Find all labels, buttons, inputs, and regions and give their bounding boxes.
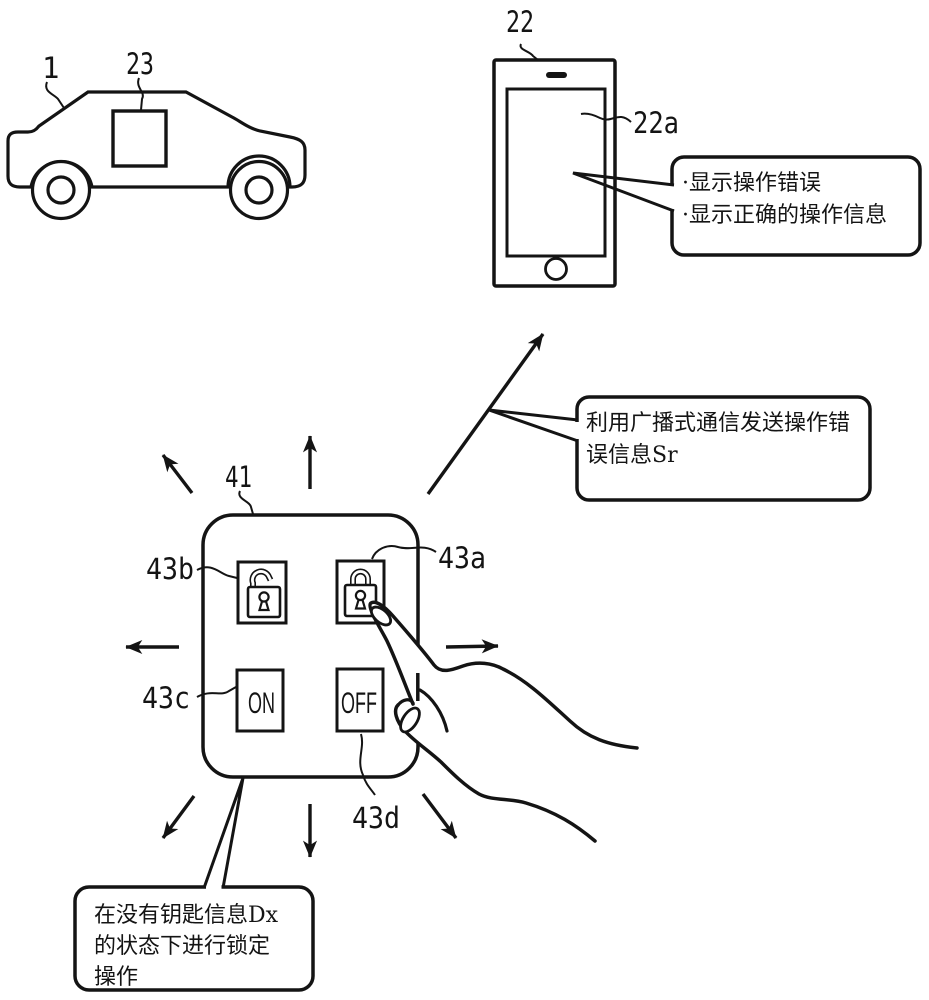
signal-arrow-down-right (421, 792, 458, 840)
phone-label: 22 (506, 5, 534, 39)
callout-pointer (202, 777, 245, 889)
module-leader-line (137, 77, 144, 111)
callout-text-line: 误信息Sr (586, 443, 678, 468)
index-finger-outline (368, 600, 639, 750)
pointing-hand (368, 600, 639, 843)
callout-border-gap (574, 422, 581, 439)
callout-box (73, 885, 315, 992)
on-label: 43c (142, 681, 190, 715)
car-body (6, 90, 307, 189)
callout-border-gap (206, 884, 222, 891)
callout-phone-display: ·显示操作错误 ·显示正确的操作信息 (572, 155, 922, 257)
off-button: OFF (335, 667, 385, 733)
lock-leader-line (371, 545, 437, 560)
callout-border-gap (669, 186, 676, 209)
screen-leader-line (580, 112, 632, 123)
callout-text-line: 操作 (94, 965, 138, 990)
callout-text-line: 在没有钥匙信息Dx (94, 903, 279, 928)
thumb-nail (399, 706, 421, 734)
on-leader-line (196, 686, 237, 698)
callout-text-line: 利用广播式通信发送操作错 (586, 411, 850, 436)
lock-icon (343, 568, 378, 618)
remote-body (201, 513, 420, 779)
remote-label: 41 (225, 460, 252, 494)
off-button-label: OFF (341, 687, 377, 720)
unlock-leader-line (196, 566, 238, 579)
callout-text-line: ·显示正确的操作信息 (682, 203, 887, 228)
car-leader-line (45, 81, 65, 109)
signal-arrow-to-phone (426, 333, 545, 495)
hand-fill (370, 602, 638, 841)
lock-label: 43a (438, 541, 486, 575)
signal-arrow-up-left (161, 453, 194, 495)
phone-screen (505, 87, 607, 258)
callout-lock-operation: 在没有钥匙信息Dx 的状态下进行锁定 操作 (73, 777, 315, 992)
unlock-icon (246, 568, 282, 619)
knuckle-line (418, 688, 449, 733)
callout-pointer (572, 171, 675, 213)
off-leader-line (359, 733, 376, 796)
off-button-frame (335, 667, 385, 733)
signal-arrows (125, 333, 545, 858)
remote-group: ON OFF 41 43b 43a 43c 43d (142, 460, 486, 835)
screen-label: 22a (633, 106, 679, 140)
module-label: 23 (126, 47, 154, 81)
on-button: ON (235, 668, 285, 733)
signal-arrow-right (445, 639, 499, 654)
phone-leader-line (519, 43, 539, 61)
remote-leader-line (238, 490, 254, 515)
car-group: 1 23 (6, 47, 307, 221)
on-button-label: ON (248, 687, 275, 720)
callout-text-line: 的状态下进行锁定 (94, 934, 270, 959)
signal-arrow-down-left (161, 794, 196, 840)
callout-text-line: ·显示操作错误 (682, 171, 821, 196)
on-button-frame (235, 668, 285, 733)
callout-broadcast: 利用广播式通信发送操作错 误信息Sr (488, 395, 872, 502)
phone-home-button (544, 257, 568, 281)
car-module-box (111, 109, 168, 168)
phone-speaker (546, 72, 567, 78)
callout-pointer (488, 408, 579, 443)
phone-group: 22 22a (492, 5, 679, 288)
car-label: 1 (42, 51, 59, 85)
thumb-tip-outline (396, 698, 415, 707)
index-finger-nail (369, 605, 393, 627)
unlock-label: 43b (146, 552, 194, 586)
unlock-button (236, 560, 288, 625)
off-label: 43d (352, 801, 400, 835)
car-rear-hub (244, 175, 274, 205)
car-front-hub (46, 175, 76, 205)
callout-box (575, 395, 872, 502)
